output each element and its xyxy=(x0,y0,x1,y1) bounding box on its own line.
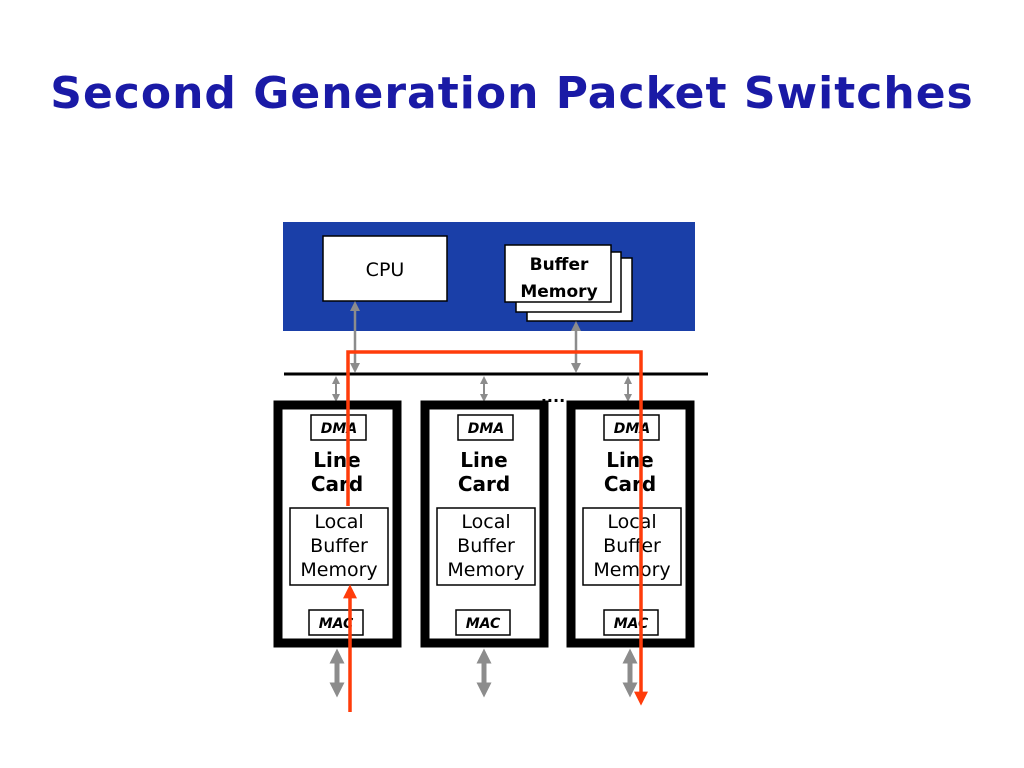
card1-dma-box xyxy=(310,414,367,441)
card1-local-buffer-box xyxy=(289,507,389,586)
cpu-label: CPU xyxy=(366,259,405,281)
card2-mac-label: MAC xyxy=(466,616,501,632)
card3-local-buffer-box xyxy=(582,507,682,586)
card2-local-buffer-line3: Memory xyxy=(447,559,524,581)
card1-dma-label: DMA xyxy=(321,421,357,437)
card3-title-line1: Line xyxy=(606,448,653,472)
cpu-box xyxy=(322,235,448,302)
packet-path-upper xyxy=(346,350,648,706)
card2-local-buffer-line2: Buffer xyxy=(457,535,515,557)
card2-title-line2: Card xyxy=(458,472,510,496)
card2-local-buffer-box xyxy=(436,507,536,586)
card3-title-line2: Card xyxy=(604,472,656,496)
card3-dma-label: DMA xyxy=(614,421,650,437)
card1-local-buffer-line3: Memory xyxy=(300,559,377,581)
card1-local-buffer-line1: Local xyxy=(314,511,363,533)
card3-dma-box xyxy=(603,414,660,441)
buffer-memory-box xyxy=(504,244,612,303)
buffer-memory-label-line2: Memory xyxy=(520,282,597,302)
card2-dma-box xyxy=(457,414,514,441)
buffer-memory-label-line1: Buffer xyxy=(530,255,589,275)
card2-dma-label: DMA xyxy=(468,421,504,437)
card3-local-buffer-line3: Memory xyxy=(593,559,670,581)
card2-mac-box xyxy=(455,609,511,636)
slide-title: Second Generation Packet Switches xyxy=(50,68,974,119)
line-card-2: DMA Line Card Local Buffer Memory MAC xyxy=(420,376,549,698)
card2-title-line1: Line xyxy=(460,448,507,472)
card1-mac-label: MAC xyxy=(319,616,354,632)
line-card-3: DMA Line Card Local Buffer Memory MAC xyxy=(566,376,695,698)
card3-local-buffer-line1: Local xyxy=(607,511,656,533)
card3-mac-box xyxy=(603,609,659,636)
card3-mac-label: MAC xyxy=(614,616,649,632)
card1-title-line1: Line xyxy=(313,448,360,472)
card1-title-line2: Card xyxy=(311,472,363,496)
card3-local-buffer-line2: Buffer xyxy=(603,535,661,557)
card1-local-buffer-line2: Buffer xyxy=(310,535,368,557)
card2-local-buffer-line1: Local xyxy=(461,511,510,533)
card1-mac-box xyxy=(308,609,364,636)
line-card-1: DMA Line Card Local Buffer Memory MAC xyxy=(273,376,402,698)
